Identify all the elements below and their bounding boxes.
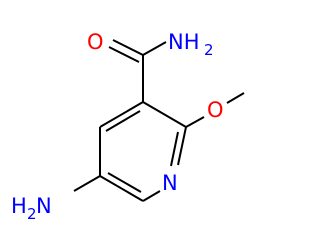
bond-carbonyl-n: [142, 41, 167, 56]
methoxy-oxygen-label: O: [207, 98, 224, 122]
bond-c3-c4: [99, 101, 144, 128]
bond-c5-c6-inner: [107, 172, 142, 193]
bond-c3-c4-inner: [105, 110, 141, 132]
amide-n-symbol: N: [168, 30, 184, 54]
structure-canvas: O NH 2 O N H 2 N: [11, 30, 245, 223]
carbonyl-oxygen-label: O: [87, 30, 104, 54]
bond-c2-o: [185, 116, 205, 128]
amine-h-count: 2: [27, 205, 37, 223]
bond-c6-n1: [142, 190, 161, 202]
bond-c2-c3: [142, 101, 187, 128]
bond-carbonyl-o-second: [108, 46, 140, 63]
molecule-drawing: O NH 2 O N H 2 N: [11, 30, 245, 223]
amide-h-symbol: H: [184, 30, 200, 54]
bond-o-methyl: [226, 92, 245, 104]
bond-carbonyl-o: [112, 39, 144, 56]
amide-nitrogen-label: NH: [168, 30, 200, 54]
bond-n1-c2: [177, 126, 187, 166]
ring-nitrogen-label: N: [162, 171, 178, 195]
bond-c5-n: [73, 175, 101, 192]
bond-c5-c6: [99, 175, 144, 202]
amine-h-symbol: H: [11, 194, 27, 218]
amine-n-symbol: N: [36, 194, 52, 218]
amide-h-count: 2: [204, 41, 214, 59]
amine-nitrogen-label: H: [11, 194, 27, 218]
bond-n1-c2-inner: [170, 131, 179, 167]
